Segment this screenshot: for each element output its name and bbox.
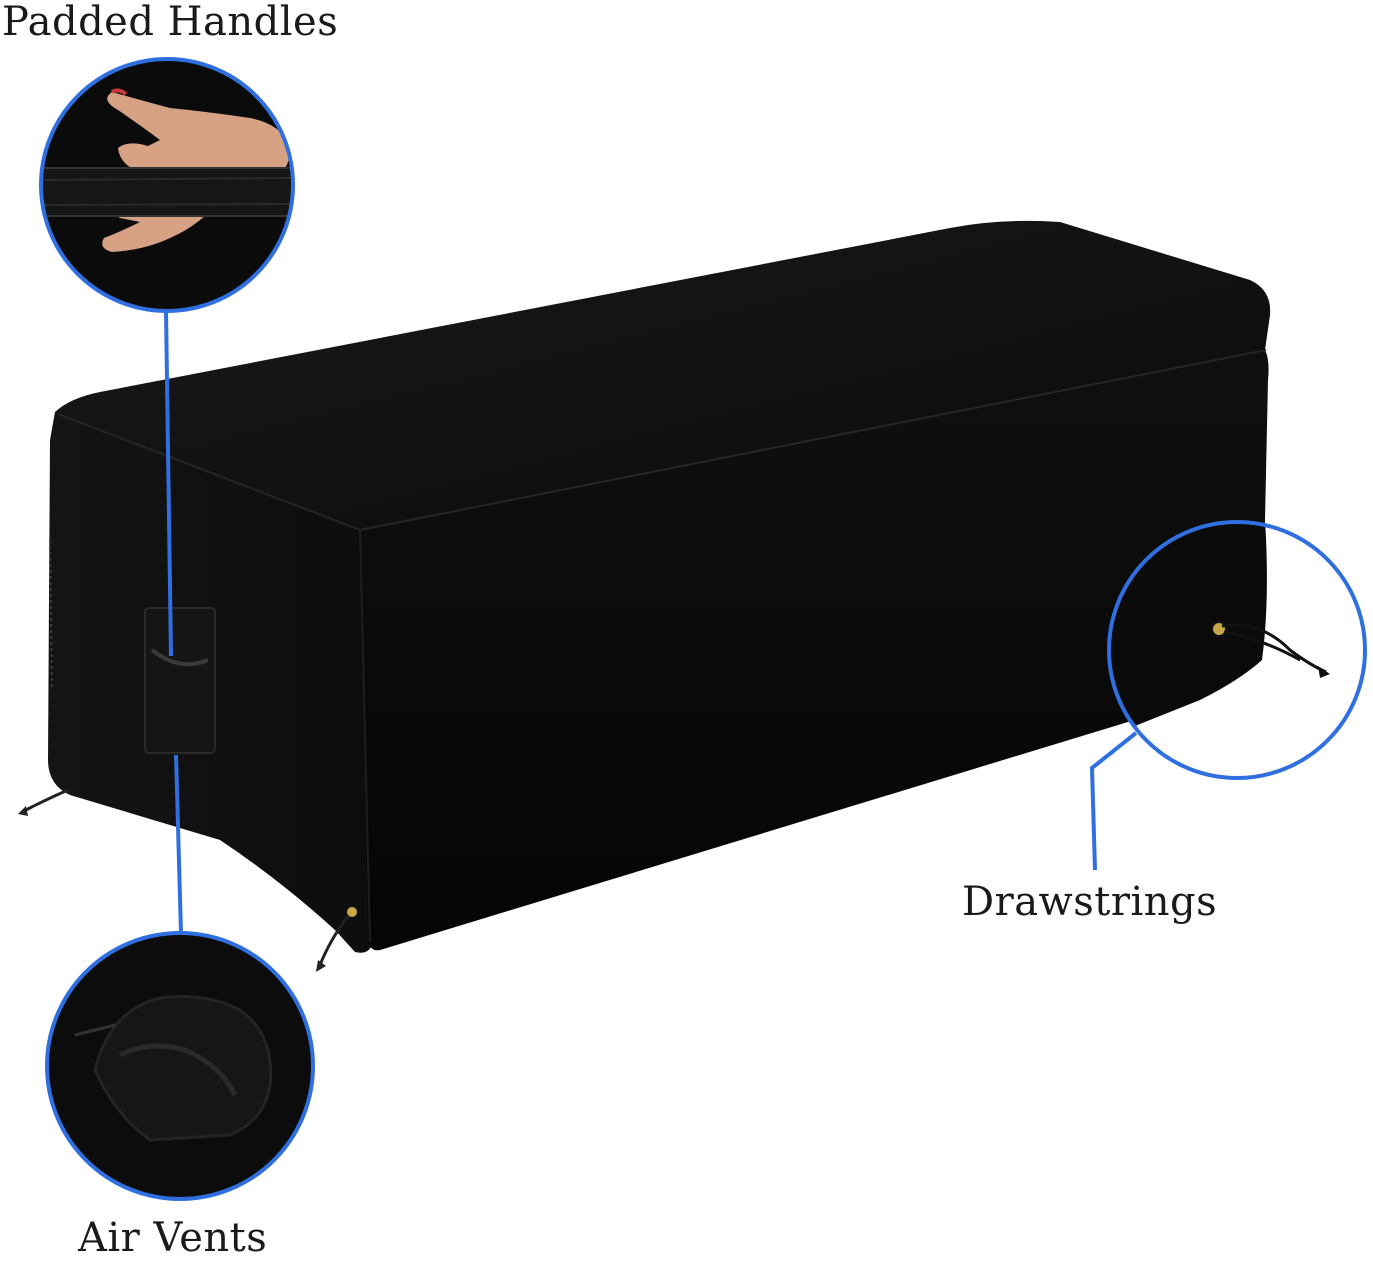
drawstring-cord — [1221, 623, 1327, 674]
cover-front-face — [360, 350, 1269, 951]
grommet — [1211, 621, 1227, 637]
handle-strap — [144, 607, 216, 754]
handle-strap-closeup — [41, 167, 293, 217]
connector-padded-handles — [164, 310, 173, 657]
connector-drawstrings — [1089, 731, 1138, 871]
callout-ring — [1107, 520, 1367, 780]
drawstrings-callout — [1107, 520, 1367, 780]
connector-air-vents — [174, 754, 183, 934]
cover-seam — [49, 539, 53, 691]
drawstring-bottom — [316, 905, 359, 972]
cover-corner-closeup — [1109, 522, 1267, 740]
air-vents-label: Air Vents — [78, 1215, 268, 1261]
callout-connectors — [164, 310, 1138, 934]
padded-handles-label: Padded Handles — [2, 0, 339, 45]
cover-top-face — [55, 220, 1271, 530]
drawstring-left — [18, 788, 69, 816]
cover-edge — [359, 529, 371, 943]
callout-ring — [45, 931, 315, 1201]
vent-flap — [93, 995, 273, 1142]
patio-cover — [18, 220, 1271, 972]
drawstrings-label: Drawstrings — [962, 879, 1218, 925]
callout-ring — [39, 57, 295, 313]
air-vents-callout — [45, 931, 315, 1201]
padded-handles-callout — [39, 57, 295, 313]
handle-loop — [150, 648, 209, 667]
